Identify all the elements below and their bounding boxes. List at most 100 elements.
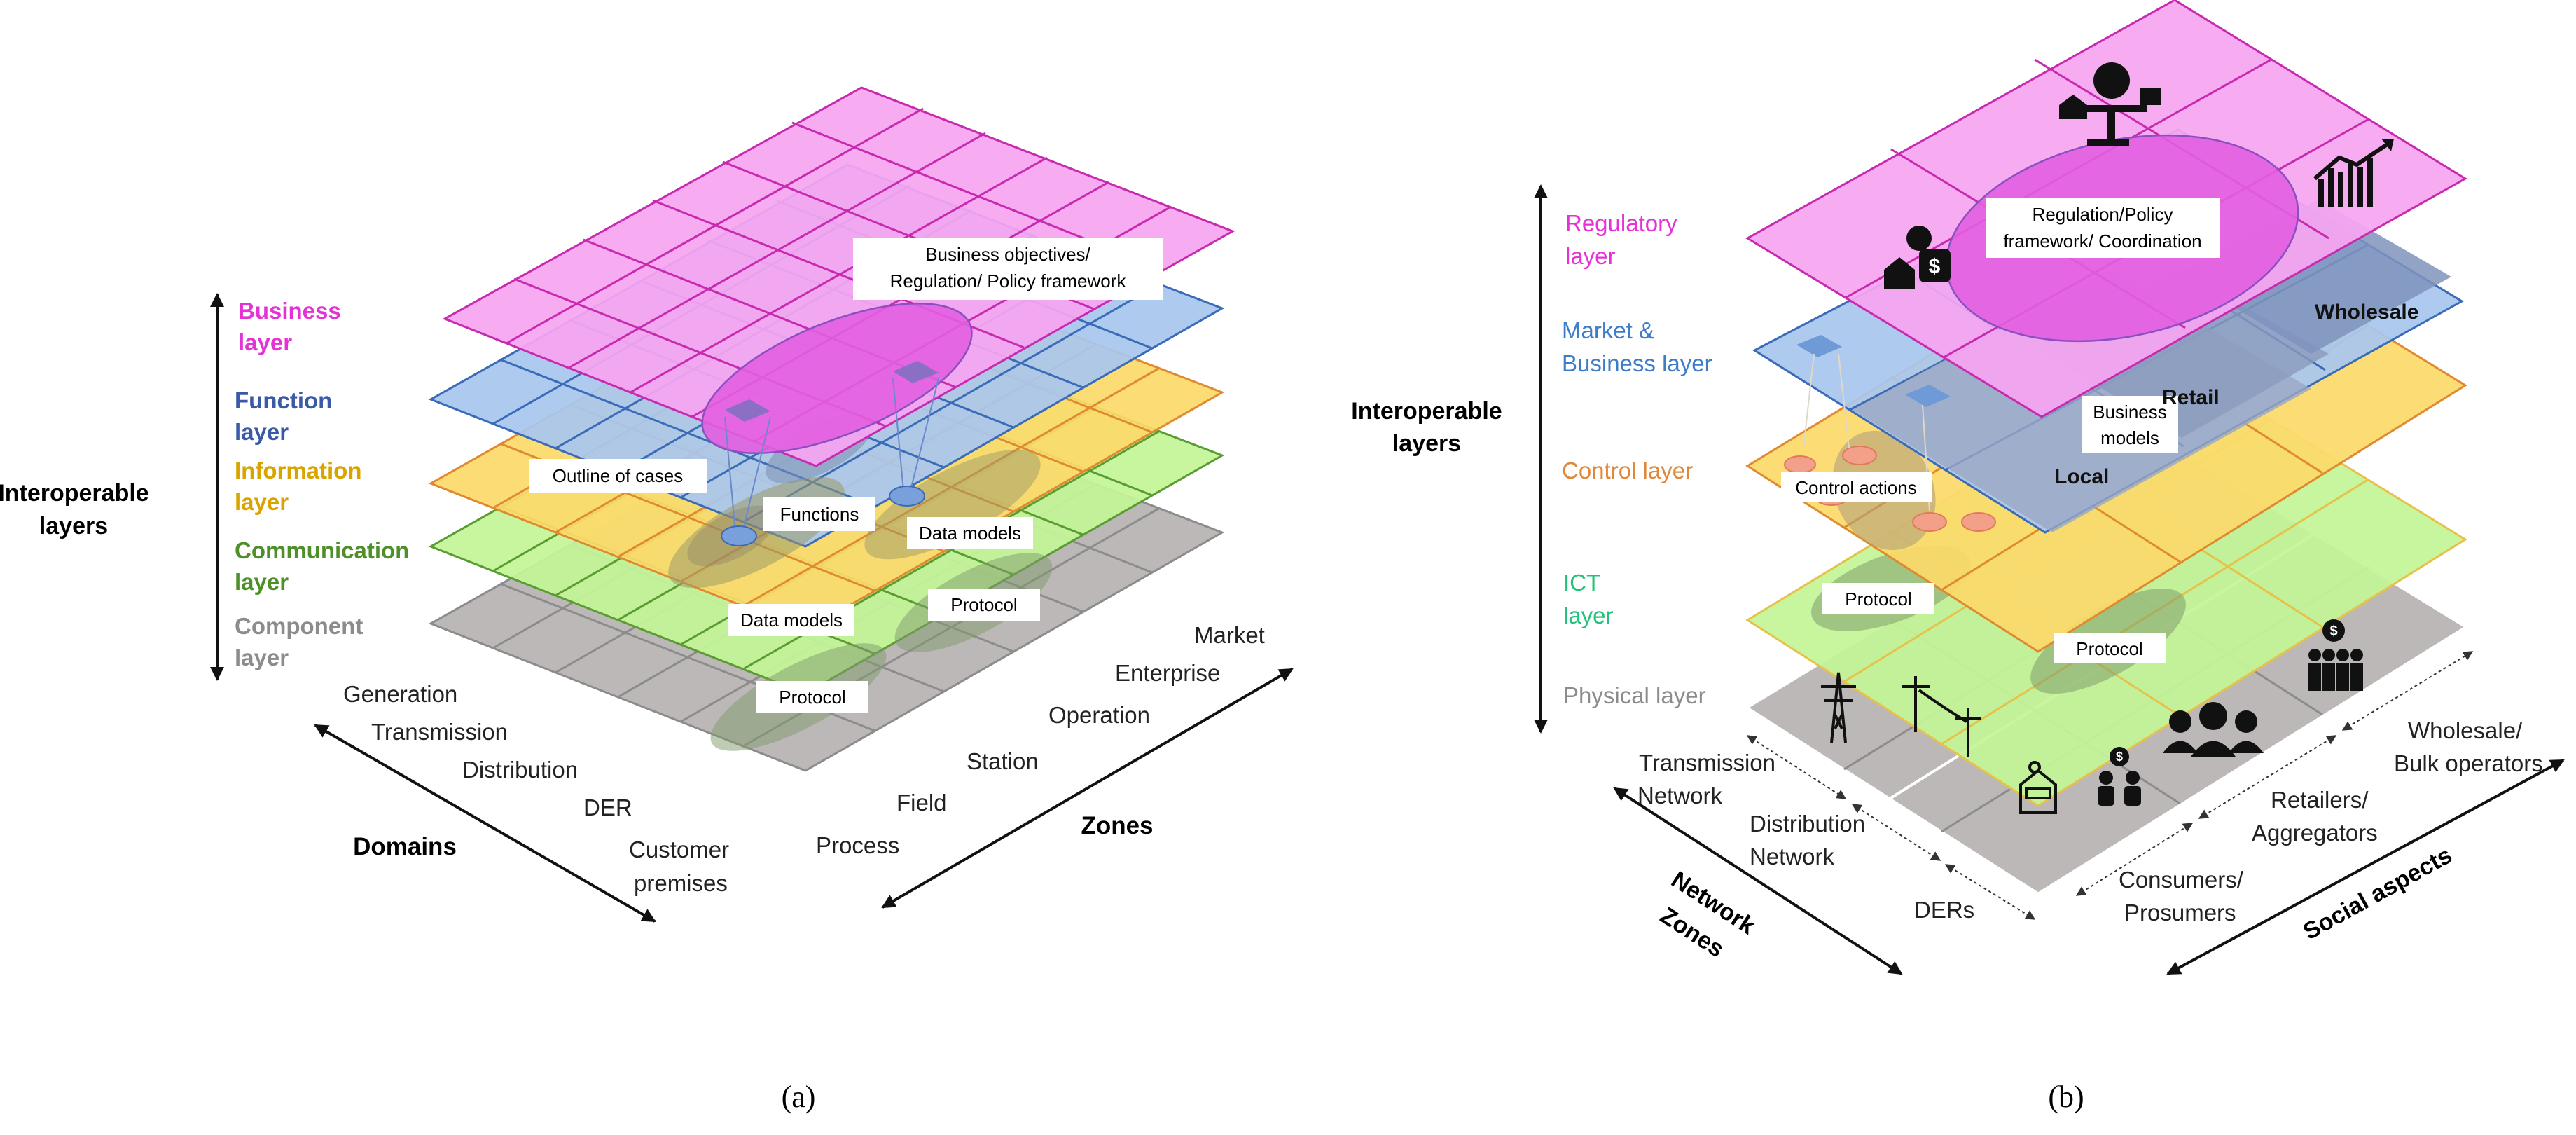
callout-protocol-2-text: Protocol <box>779 687 845 708</box>
panel-b-side-title-line1: Interoperable <box>1351 398 1502 425</box>
zone-station: Station <box>967 748 1039 774</box>
label-communication-line1: Communication <box>235 537 409 563</box>
social-retailers-line2: Aggregators <box>2252 820 2378 846</box>
panel-a-function-dots <box>721 486 925 546</box>
svg-text:$: $ <box>1929 255 1941 278</box>
panel-b-callout-protocol-1: Protocol <box>1822 583 1934 614</box>
network-zone-ders: DERs <box>1914 897 1974 923</box>
der-house-icon <box>2019 761 2057 814</box>
label-ict-line2: layer <box>1563 603 1614 628</box>
label-regulatory-line2: layer <box>1565 243 1616 269</box>
callout-data-models-2-text: Data models <box>740 610 843 631</box>
domain-generation: Generation <box>343 681 457 707</box>
panel-b-callout-regulation: Regulation/Policy framework/ Coordinatio… <box>1986 198 2220 258</box>
zone-operation: Operation <box>1048 702 1150 728</box>
social-aspects-title: Social aspects <box>2299 841 2456 945</box>
domain-distribution: Distribution <box>462 757 578 783</box>
panel-a-callout-outline: Outline of cases <box>529 459 707 493</box>
label-communication-line2: layer <box>235 569 289 595</box>
panel-a-callout-business: Business objectives/ Regulation/ Policy … <box>853 238 1163 300</box>
panel-a-side-title-line2: layers <box>39 513 108 539</box>
network-zone-transmission-line2: Network <box>1637 783 1723 809</box>
caption-a: (a) <box>782 1080 816 1114</box>
callout-data-models-1-text: Data models <box>919 523 1021 544</box>
callout-functions-text: Functions <box>780 504 859 525</box>
domain-premises: premises <box>634 870 728 896</box>
market-level-retail: Retail <box>2162 386 2220 409</box>
label-market-line1: Market & <box>1562 317 1654 343</box>
label-ict-line1: ICT <box>1563 570 1600 596</box>
label-market-line2: Business layer <box>1562 350 1712 376</box>
domain-customer: Customer <box>629 837 729 862</box>
panel-a-business-plane <box>442 86 1235 467</box>
callout-b-protocol-1-text: Protocol <box>1845 589 1911 610</box>
panel-a-callout-functions: Functions <box>763 497 875 531</box>
panel-a-callout-protocol-2: Protocol <box>756 681 868 713</box>
panel-b: $ <box>1351 0 2565 1114</box>
network-zone-transmission-line1: Transmission <box>1639 750 1775 776</box>
social-wholesale-line1: Wholesale/ <box>2408 717 2523 743</box>
label-business-line2: layer <box>238 329 292 355</box>
distribution-pole-icon <box>1902 676 1981 757</box>
label-function-line2: layer <box>235 419 289 445</box>
panel-b-callout-business-models: Business models <box>2082 396 2178 453</box>
callout-business-line1: Business objectives/ <box>925 244 1090 265</box>
label-component-line1: Component <box>235 613 363 639</box>
consumers-icon: $ <box>2098 747 2141 806</box>
callout-control-actions-text: Control actions <box>1795 477 1916 498</box>
social-consumers-line2: Prosumers <box>2124 900 2236 926</box>
label-regulatory-line1: Regulatory <box>1565 210 1677 236</box>
transmission-tower-icon <box>1821 672 1856 743</box>
regulation-scales-icon <box>2059 62 2161 146</box>
network-zone-distribution-line1: Distribution <box>1750 811 1865 837</box>
svg-text:$: $ <box>2329 624 2337 639</box>
zone-process: Process <box>816 832 899 858</box>
network-zones-arrow <box>1613 787 1903 975</box>
zones-title: Zones <box>1081 812 1153 839</box>
callout-business-models-line2: models <box>2100 427 2159 448</box>
label-control: Control layer <box>1562 458 1693 483</box>
panel-a-connectors <box>724 378 939 533</box>
zone-market: Market <box>1194 622 1265 648</box>
caption-b: (b) <box>2048 1080 2084 1114</box>
panel-b-side-title-line2: layers <box>1392 430 1461 457</box>
label-physical: Physical layer <box>1563 682 1706 708</box>
growth-chart-icon <box>2313 139 2394 207</box>
zones-arrow <box>881 668 1294 909</box>
callout-regulation-line2: framework/ Coordination <box>2003 231 2201 252</box>
zone-field: Field <box>896 790 947 816</box>
domains-arrow <box>314 724 656 923</box>
svg-text:$: $ <box>2116 750 2123 764</box>
market-level-wholesale: Wholesale <box>2315 301 2418 324</box>
panel-a-side-title-line1: Interoperable <box>0 480 149 507</box>
callout-regulation-line1: Regulation/Policy <box>2033 204 2173 225</box>
social-retailers-line1: Retailers/ <box>2271 787 2369 813</box>
market-level-local: Local <box>2054 465 2109 488</box>
callout-outline-text: Outline of cases <box>553 465 683 486</box>
panel-a-callout-data-models-1: Data models <box>907 517 1033 549</box>
money-house-icon: $ <box>1884 226 1951 289</box>
ders-span-arrow <box>1944 864 2036 920</box>
panel-a-callout-protocol-1: Protocol <box>928 589 1040 621</box>
callout-protocol-1-text: Protocol <box>950 594 1017 615</box>
zone-enterprise: Enterprise <box>1115 660 1220 686</box>
social-consumers-line1: Consumers/ <box>2119 867 2244 893</box>
callout-business-line2: Regulation/ Policy framework <box>890 270 1127 291</box>
label-information-line1: Information <box>235 458 361 483</box>
panel-a: Business objectives/ Regulation/ Policy … <box>0 86 1294 1114</box>
social-aspects-arrow <box>2166 759 2565 975</box>
callout-business-models-line1: Business <box>2093 401 2167 422</box>
social-wholesale-line2: Bulk operators <box>2394 750 2543 776</box>
panel-b-callout-protocol-2: Protocol <box>2054 633 2166 663</box>
domain-der: DER <box>583 794 632 820</box>
label-business-line1: Business <box>238 298 341 324</box>
callout-b-protocol-2-text: Protocol <box>2076 638 2142 659</box>
label-information-line2: layer <box>235 489 289 515</box>
domain-transmission: Transmission <box>371 719 508 745</box>
panel-a-callout-data-models-2: Data models <box>728 604 854 636</box>
label-function-line1: Function <box>235 387 332 413</box>
network-zone-distribution-line2: Network <box>1750 844 1835 869</box>
domains-title: Domains <box>353 833 457 860</box>
label-component-line2: layer <box>235 645 289 670</box>
